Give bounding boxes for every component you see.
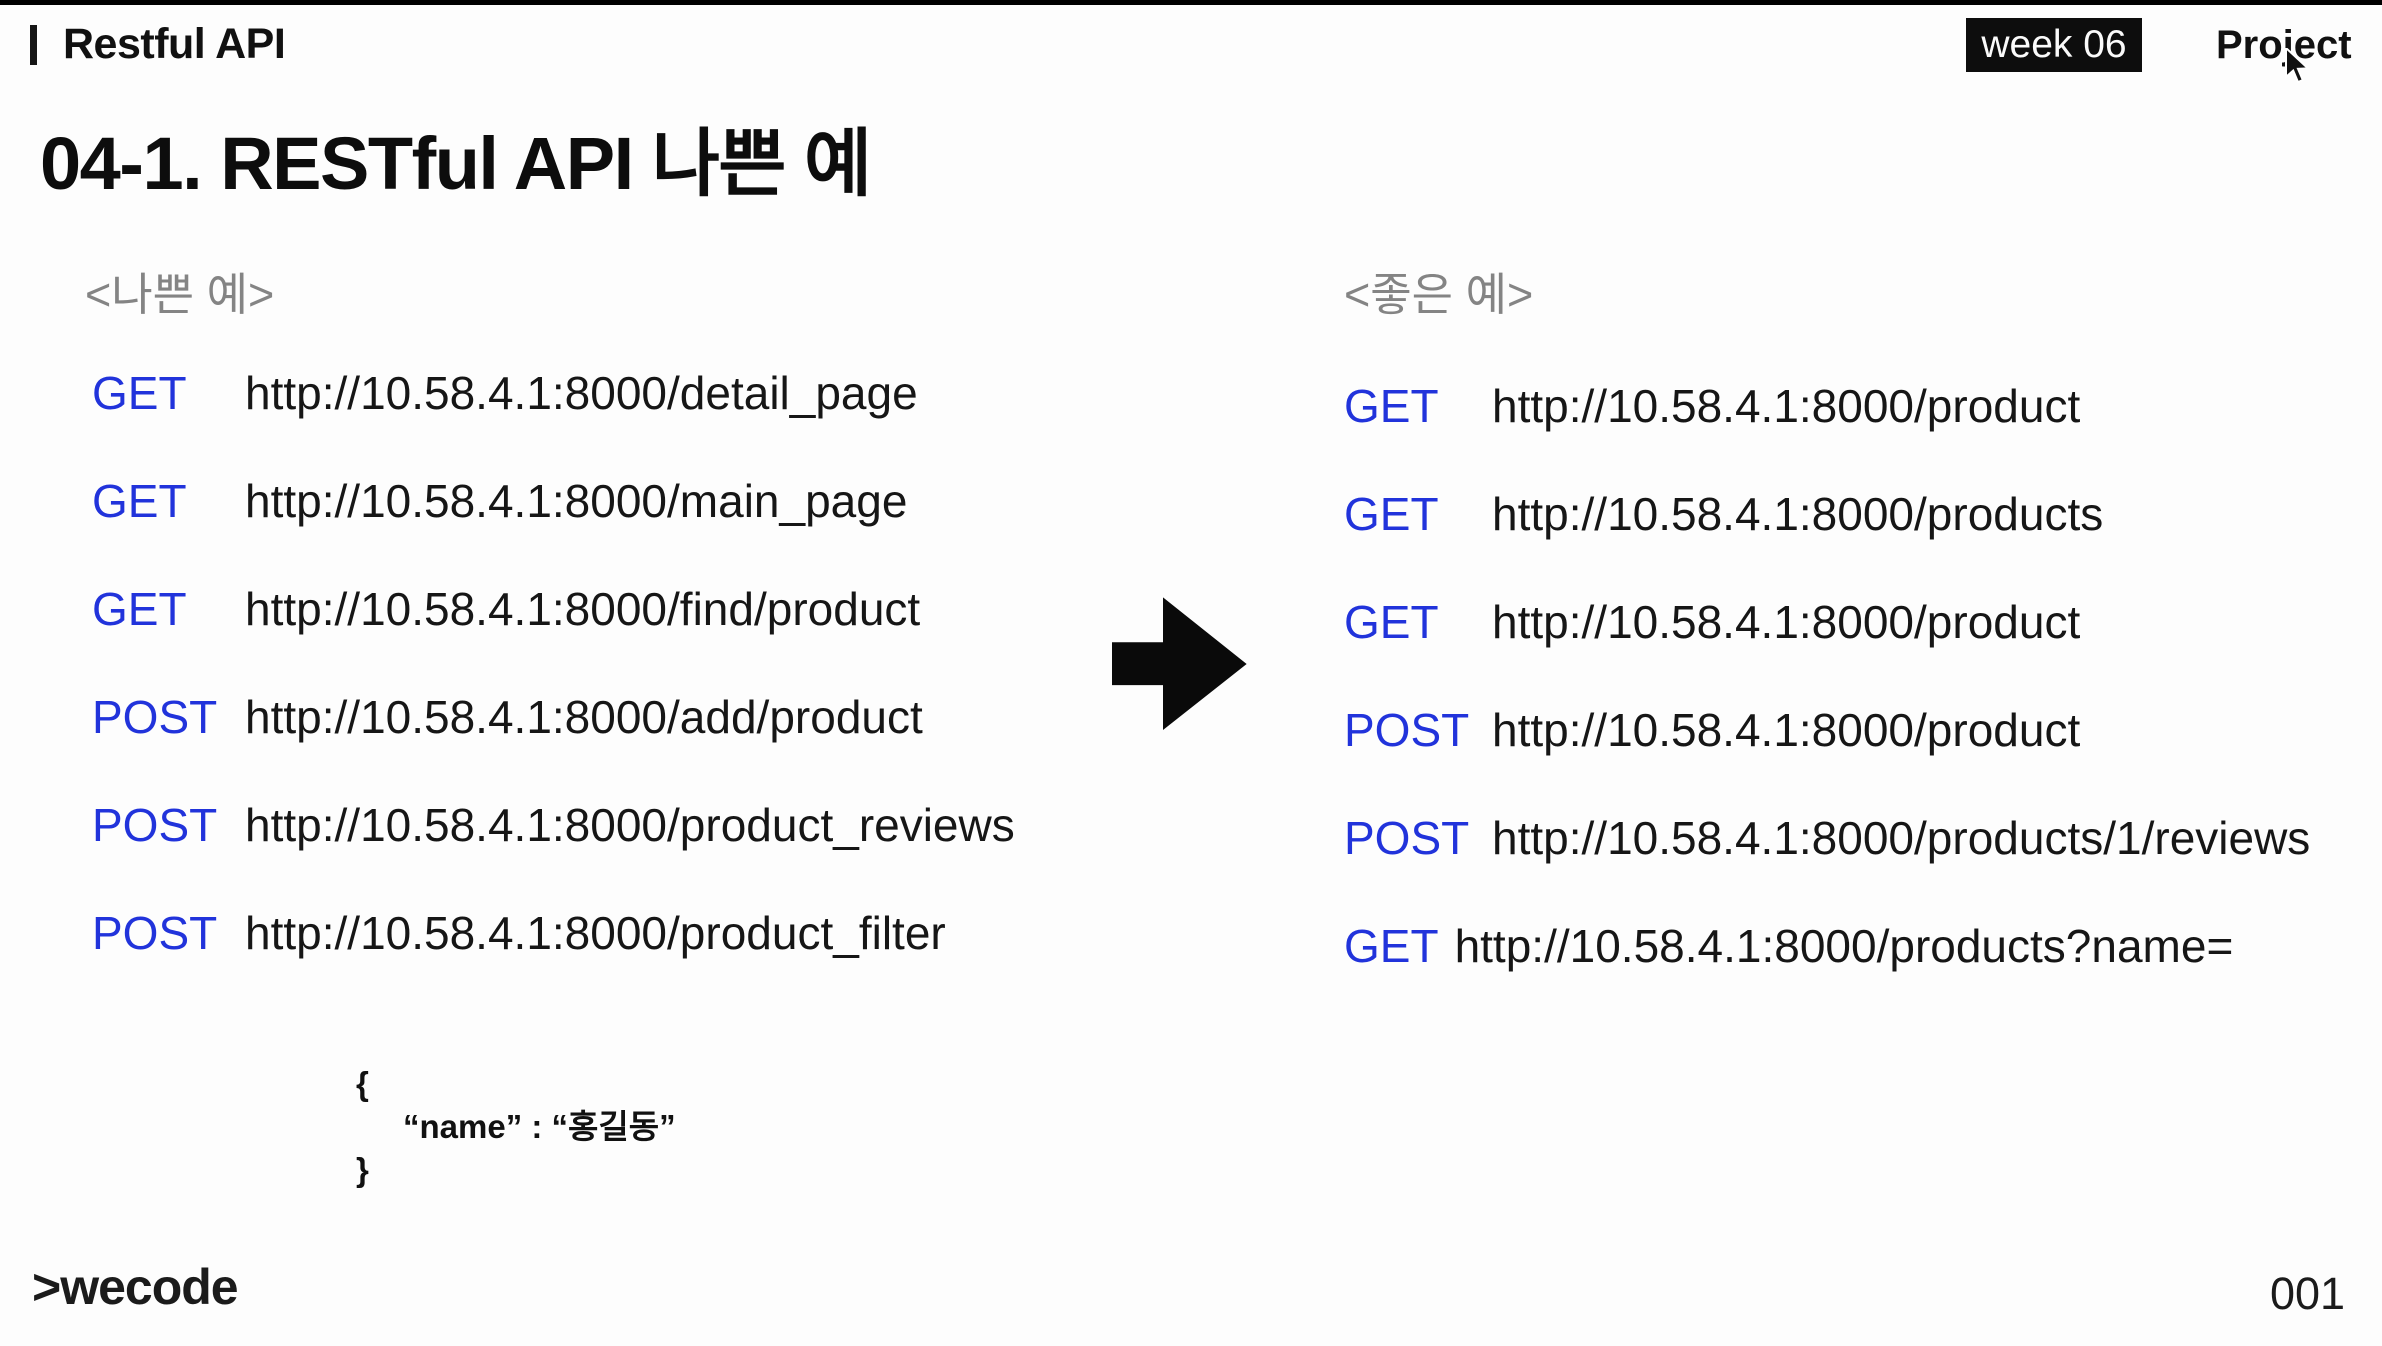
good-examples-list: GET http://10.58.4.1:8000/product GET ht… bbox=[1344, 379, 2310, 1027]
http-method: GET bbox=[1344, 596, 1439, 648]
bad-examples-heading: <나쁜 예> bbox=[85, 269, 275, 320]
http-method: GET bbox=[92, 583, 187, 635]
api-row: POST http://10.58.4.1:8000/product_filte… bbox=[92, 906, 1015, 962]
api-row: GET http://10.58.4.1:8000/product bbox=[1344, 379, 2310, 435]
http-method: GET bbox=[1344, 488, 1439, 540]
api-url: http://10.58.4.1:8000/product bbox=[1492, 704, 2081, 756]
api-row: GET http://10.58.4.1:8000/main_page bbox=[92, 474, 1015, 530]
api-url: http://10.58.4.1:8000/product_filter bbox=[245, 907, 946, 959]
api-row: POST http://10.58.4.1:8000/product_revie… bbox=[92, 798, 1015, 854]
api-row: GET http://10.58.4.1:8000/products?name= bbox=[1344, 919, 2310, 975]
good-examples-heading: <좋은 예> bbox=[1344, 269, 1534, 320]
http-method: POST bbox=[1344, 812, 1470, 864]
api-url: http://10.58.4.1:8000/add/product bbox=[245, 691, 923, 743]
api-row: GET http://10.58.4.1:8000/detail_page bbox=[92, 366, 1015, 422]
api-url: http://10.58.4.1:8000/products/1/reviews bbox=[1492, 812, 2311, 864]
json-body: “name” : “홍길동” bbox=[403, 1108, 676, 1145]
api-url: http://10.58.4.1:8000/product bbox=[1492, 380, 2081, 432]
week-badge-label: week 06 bbox=[1981, 23, 2127, 66]
http-method: GET bbox=[92, 367, 187, 419]
api-url: http://10.58.4.1:8000/products?name= bbox=[1454, 920, 2234, 972]
header-accent-bar bbox=[30, 24, 37, 65]
wecode-logo: >wecode bbox=[32, 1259, 239, 1315]
api-row: GET http://10.58.4.1:8000/find/product bbox=[92, 582, 1015, 638]
api-row: GET http://10.58.4.1:8000/products bbox=[1344, 487, 2310, 543]
api-row: POST http://10.58.4.1:8000/products/1/re… bbox=[1344, 811, 2310, 867]
api-row: GET http://10.58.4.1:8000/product bbox=[1344, 595, 2310, 651]
http-method: GET bbox=[1344, 380, 1439, 432]
api-url: http://10.58.4.1:8000/product bbox=[1492, 596, 2081, 648]
json-snippet: { “name” : “홍길동” } bbox=[356, 1062, 676, 1191]
page-title: 04-1. RESTful API 나쁜 예 bbox=[40, 122, 872, 205]
http-method: POST bbox=[92, 691, 218, 743]
week-badge: week 06 bbox=[1966, 18, 2142, 72]
page-number: 001 bbox=[2270, 1268, 2346, 1319]
header: Restful API bbox=[30, 20, 286, 69]
bad-examples-list: GET http://10.58.4.1:8000/detail_page GE… bbox=[92, 366, 1015, 1014]
top-border bbox=[0, 0, 2382, 5]
http-method: POST bbox=[92, 799, 218, 851]
api-url: http://10.58.4.1:8000/product_reviews bbox=[245, 799, 1015, 851]
mouse-cursor-icon bbox=[2285, 48, 2311, 84]
arrow-right-icon bbox=[1112, 597, 1247, 730]
api-url: http://10.58.4.1:8000/main_page bbox=[245, 475, 908, 527]
json-close-brace: } bbox=[356, 1151, 369, 1188]
header-title: Restful API bbox=[63, 20, 286, 68]
json-open-brace: { bbox=[356, 1065, 369, 1102]
http-method: POST bbox=[92, 907, 218, 959]
api-row: POST http://10.58.4.1:8000/product bbox=[1344, 703, 2310, 759]
project-label[interactable]: Project bbox=[2216, 23, 2352, 67]
api-row: POST http://10.58.4.1:8000/add/product bbox=[92, 690, 1015, 746]
api-url: http://10.58.4.1:8000/find/product bbox=[245, 583, 921, 635]
api-url: http://10.58.4.1:8000/products bbox=[1492, 488, 2104, 540]
http-method: POST bbox=[1344, 704, 1470, 756]
http-method: GET bbox=[1344, 920, 1439, 972]
api-url: http://10.58.4.1:8000/detail_page bbox=[245, 367, 918, 419]
http-method: GET bbox=[92, 475, 187, 527]
